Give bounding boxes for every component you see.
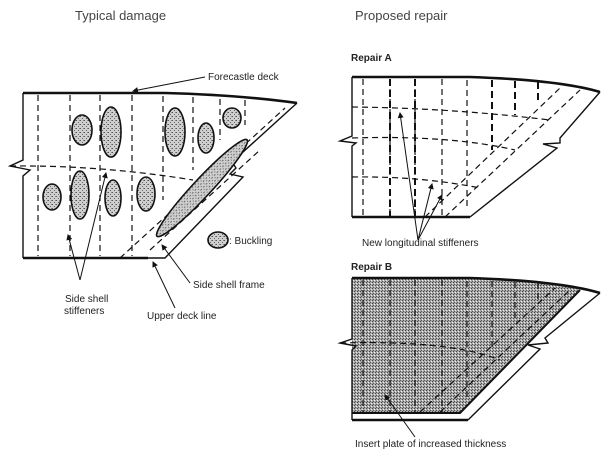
buckling-area <box>222 107 242 129</box>
label-upper-deck-line: Upper deck line <box>147 311 217 322</box>
insert-plate <box>352 278 580 413</box>
label-forecastle-deck: Forecastle deck <box>208 72 280 83</box>
repair-a-label: New longitudinal stiffeners <box>362 238 479 249</box>
buckling-area <box>100 106 122 158</box>
label-side-shell-stiffeners: Side shell <box>65 294 108 305</box>
buckling-area <box>104 179 122 217</box>
repair-a-panel: Repair A New longitudinal stiffeners <box>337 53 601 249</box>
repair-b-title: Repair B <box>351 262 392 273</box>
title-proposed-repair: Proposed repair <box>355 8 448 23</box>
title-typical-damage: Typical damage <box>75 8 166 23</box>
label-side-shell-frame: Side shell frame <box>193 280 265 291</box>
buckling-area-diagonal <box>155 138 249 238</box>
buckling-area <box>71 114 93 146</box>
label-buckling: : Buckling <box>229 236 272 247</box>
buckling-area <box>197 122 215 154</box>
typical-damage-panel: Forecastle deck : Buckling Side shell fr… <box>7 72 298 322</box>
buckling-area <box>136 176 156 212</box>
buckling-legend-icon <box>207 231 229 249</box>
label-side-shell-stiffeners-2: stiffeners <box>64 306 104 317</box>
repair-b-panel: Repair B Insert plate of increased thick… <box>337 262 601 450</box>
buckling-area <box>70 170 90 220</box>
buckling-area <box>42 183 62 211</box>
repair-b-label: Insert plate of increased thickness <box>355 439 506 450</box>
buckling-area <box>164 107 186 157</box>
repair-a-title: Repair A <box>351 53 392 64</box>
